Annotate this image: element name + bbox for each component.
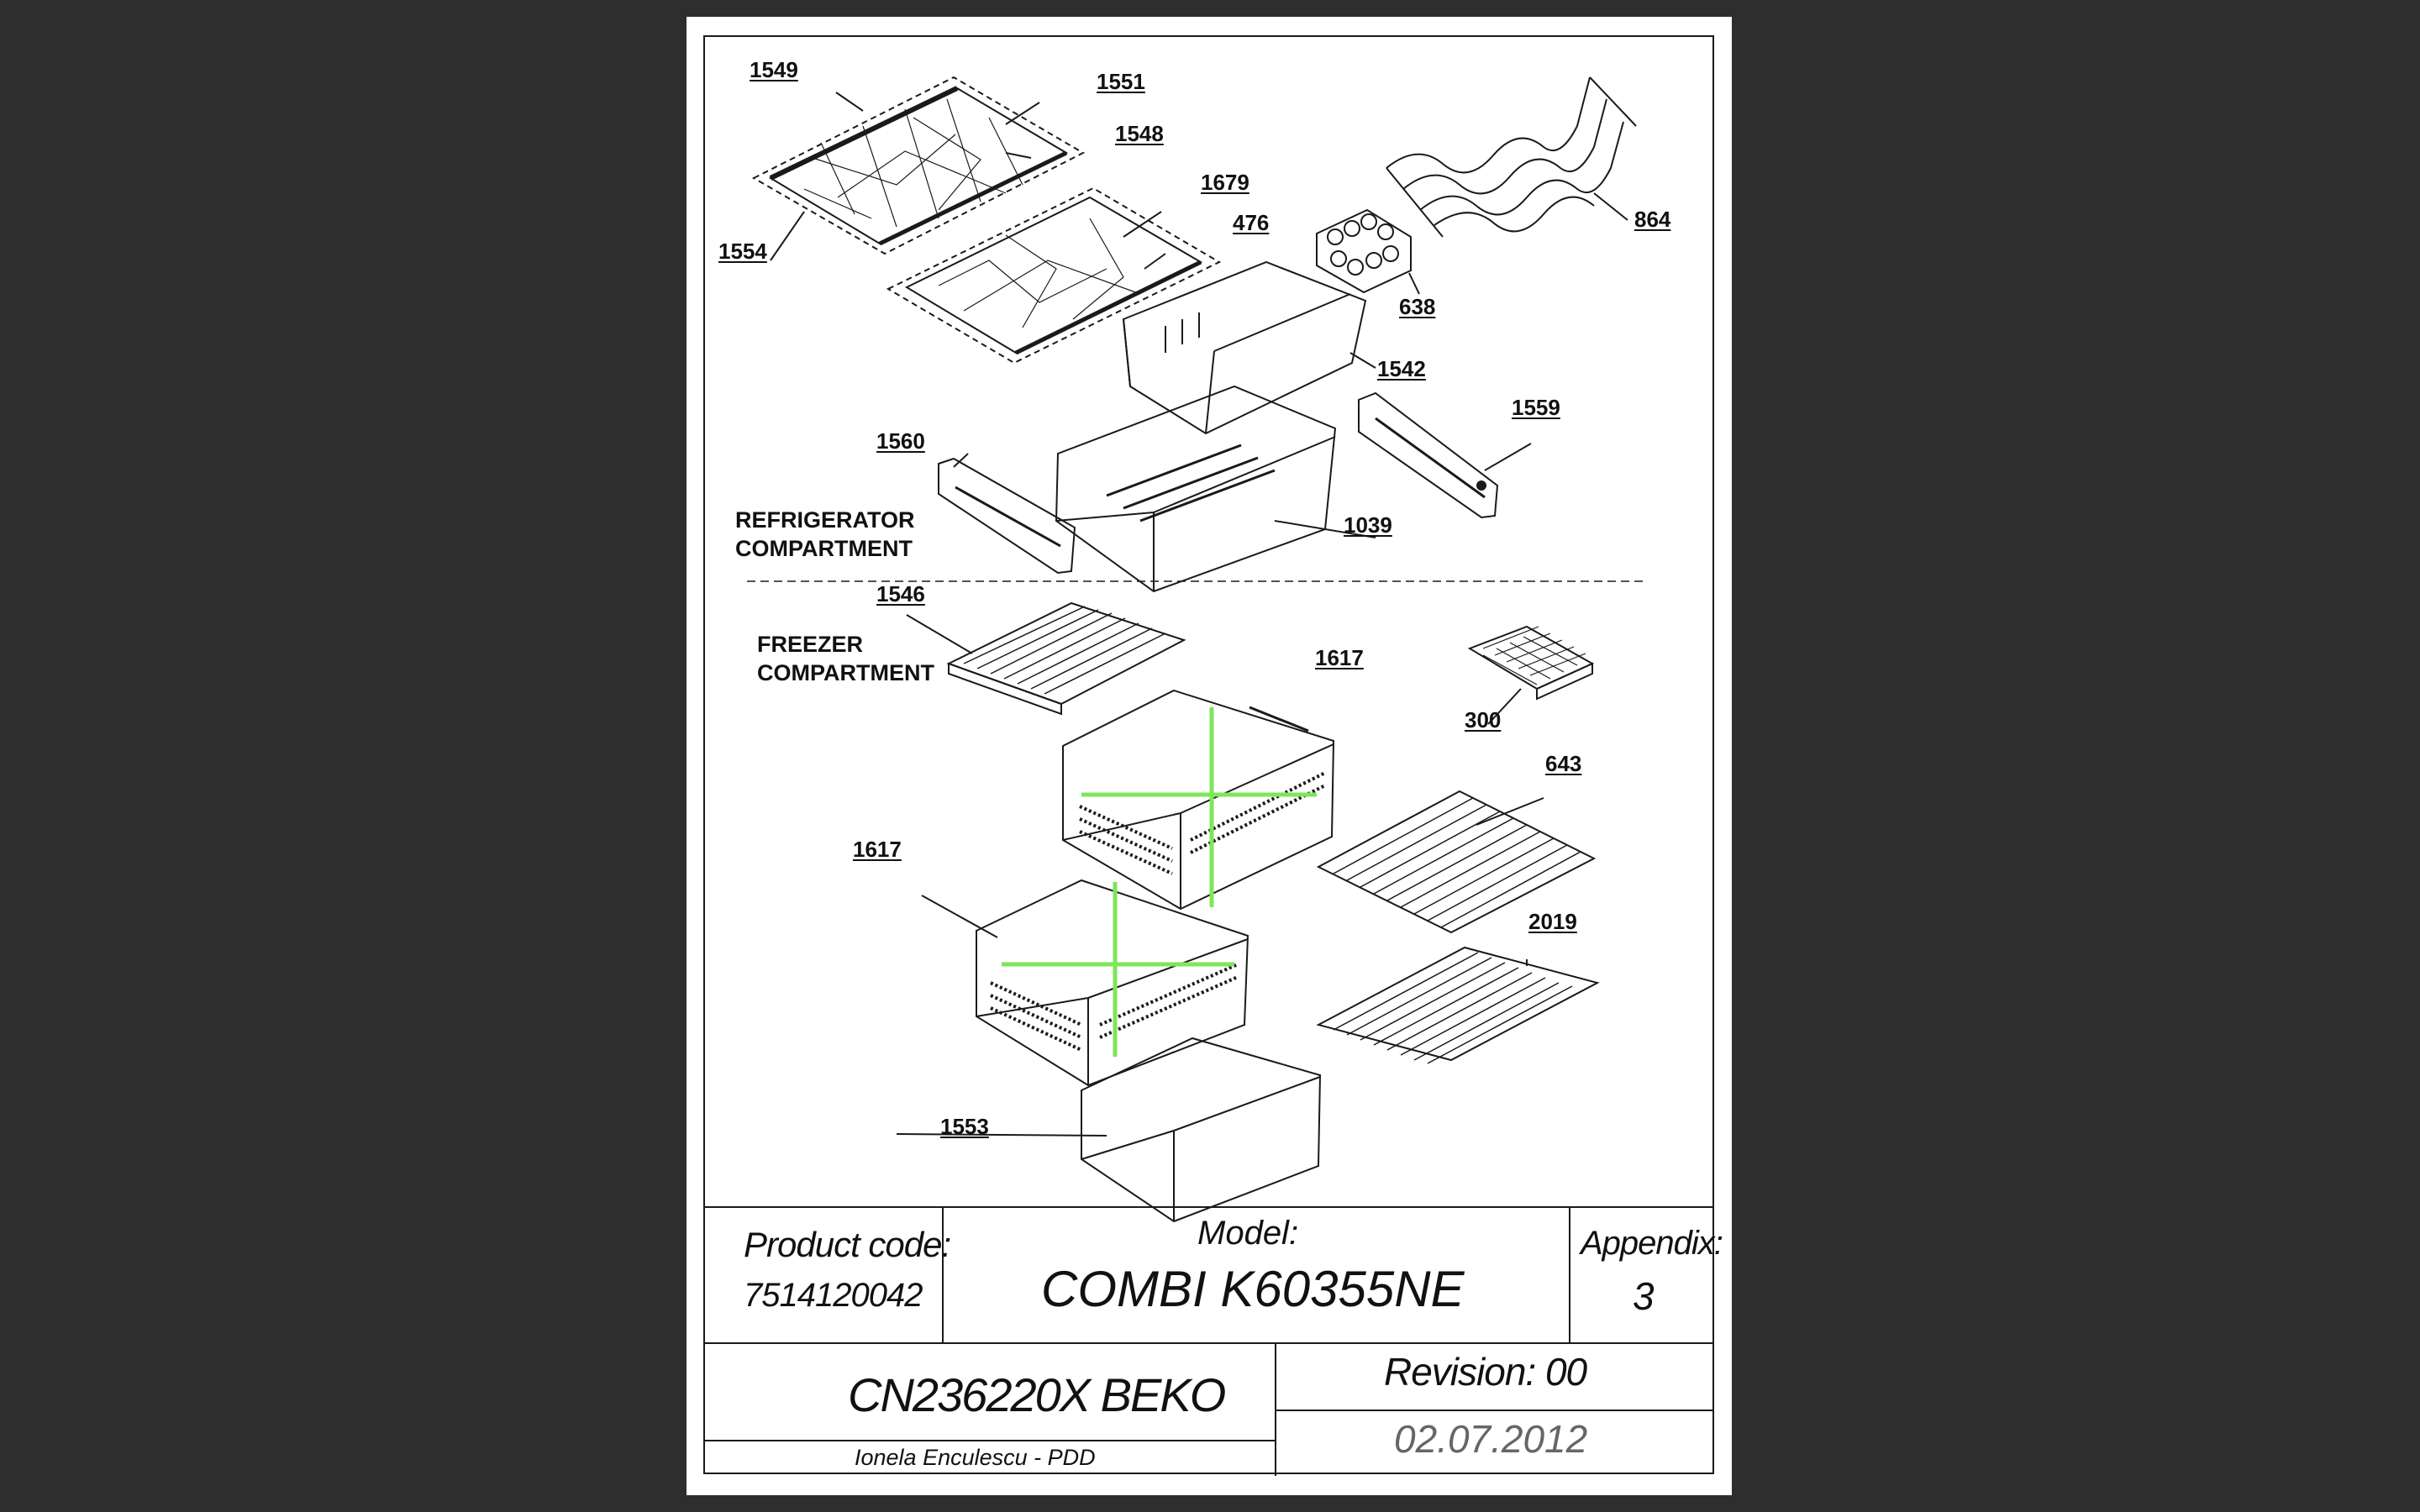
part-label-1617-upper: 1617 [1315,645,1364,670]
drawing-sheet: 1549 1551 1548 1554 1679 476 638 864 154… [687,17,1732,1495]
freezer-shelf [906,601,1186,716]
model-label: Model: [1197,1215,1299,1252]
part-label-1039: 1039 [1344,512,1392,538]
ice-tray [1467,625,1595,725]
freezer-basket-upper [1062,689,1335,911]
egg-tray [1316,208,1420,295]
freezer-line-1: FREEZER [757,632,864,657]
drawing-frame [703,35,1714,1474]
part-label-1559: 1559 [1512,395,1560,420]
part-label-1551: 1551 [1097,69,1145,94]
refrigerator-compartment-label: REFRIGERATOR COMPARTMENT [735,506,915,563]
part-label-864: 864 [1634,207,1671,232]
drawing-name: CN236220X BEKO [848,1368,1226,1421]
wire-shelf-lower [1316,946,1600,1064]
appendix-label: Appendix: [1581,1225,1723,1262]
part-label-1617-lower: 1617 [853,837,902,862]
freezer-compartment-label: FREEZER COMPARTMENT [757,630,934,687]
refrigerator-line-1: REFRIGERATOR [735,507,915,533]
part-label-1553: 1553 [940,1114,989,1139]
part-label-1542: 1542 [1377,356,1426,381]
part-label-300: 300 [1465,707,1502,732]
author: Ionela Enculescu - PDD [855,1445,1096,1470]
part-label-1554: 1554 [718,239,767,264]
glass-shelf-lower [886,186,1222,365]
model-value: COMBI K60355NE [1041,1261,1465,1317]
part-label-476: 476 [1233,210,1270,235]
part-label-638: 638 [1399,294,1436,319]
part-label-1546: 1546 [876,581,925,606]
exploded-parts-diagram [747,76,1644,1223]
freezer-drawer-bottom [896,1037,1322,1223]
crisper-box-upper [1122,260,1376,435]
part-label-1548: 1548 [1115,121,1164,146]
drawer-rail-left [938,453,1076,575]
wire-shelf-upper [1316,790,1597,934]
part-label-1549: 1549 [750,57,798,82]
product-code-value: 7514120042 [744,1277,923,1314]
product-code-label: Product code: [744,1225,951,1264]
freezer-line-2: COMPARTMENT [757,660,934,685]
freezer-basket-lower [921,879,1249,1087]
title-block: Product code: 7514120042 Model: COMBI K6… [703,1206,1723,1476]
revision: Revision: 00 [1384,1350,1587,1394]
part-label-643: 643 [1545,751,1582,776]
highlight-marks [1002,707,1317,1057]
wine-rack [1386,76,1637,238]
date: 02.07.2012 [1394,1417,1588,1461]
part-label-2019: 2019 [1528,909,1577,934]
glass-shelf-upper [751,76,1086,255]
part-label-1679: 1679 [1201,170,1249,195]
part-label-1560: 1560 [876,428,925,454]
appendix-value: 3 [1633,1274,1655,1318]
refrigerator-line-2: COMPARTMENT [735,536,913,561]
drawer-rail-right [1358,391,1532,519]
crisper-drawer [1055,385,1376,593]
